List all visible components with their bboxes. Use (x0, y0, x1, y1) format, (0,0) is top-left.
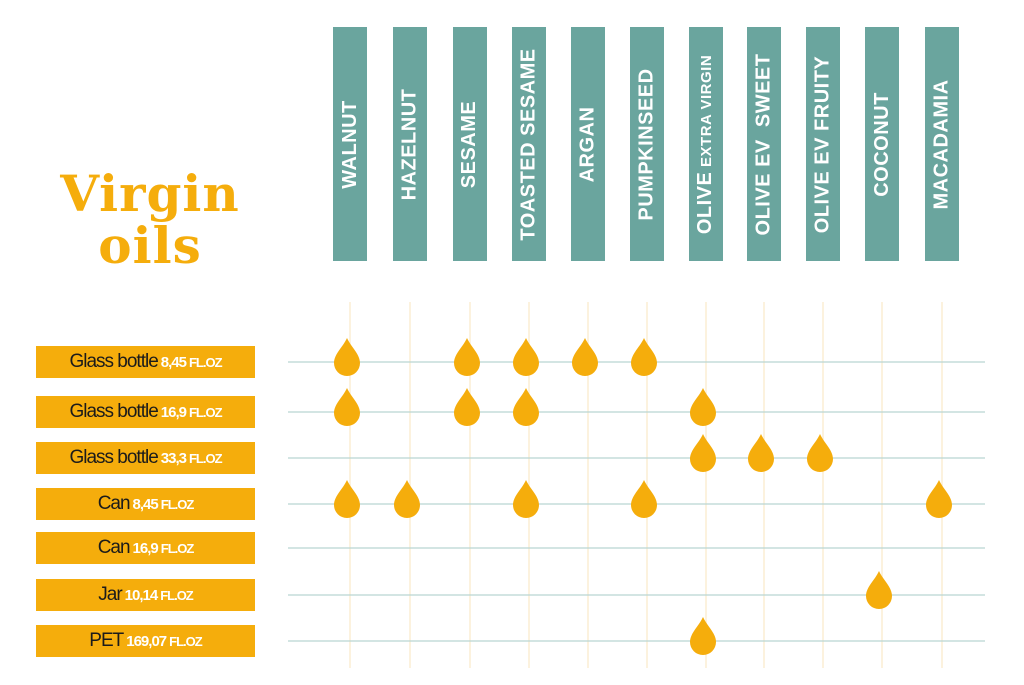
column-header: OLIVE EXTRA VIRGIN (689, 27, 723, 261)
oil-drop-icon (334, 388, 360, 426)
container-name: PET (89, 630, 124, 651)
container-unit: FL.OZ (188, 354, 223, 370)
oil-drop-icon (631, 480, 657, 518)
oil-drop-icon (748, 434, 774, 472)
container-size: 8,45 (160, 353, 187, 371)
oil-drop-icon (690, 617, 716, 655)
oil-drop-icon (454, 388, 480, 426)
column-header: TOASTED SESAME (512, 27, 546, 261)
page-title: Virgin oils (40, 168, 260, 272)
oil-drop-icon (926, 480, 952, 518)
container-unit: FL.OZ (169, 633, 203, 649)
container-name: Glass bottle (69, 447, 158, 468)
title-line-2: oils (98, 216, 202, 275)
container-unit: FL.OZ (188, 450, 223, 466)
container-size: 16,9 (160, 403, 187, 421)
container-size: 33,3 (160, 449, 187, 467)
oil-drop-icon (454, 338, 480, 376)
container-size: 10,14 (124, 586, 159, 604)
container-unit: FL.OZ (160, 587, 194, 603)
oil-drop-icon (866, 571, 892, 609)
container-name: Jar (98, 584, 122, 605)
oil-drop-icon (513, 388, 539, 426)
column-header: SESAME (453, 27, 487, 261)
column-header: WALNUT (333, 27, 367, 261)
container-name: Glass bottle (69, 401, 158, 422)
column-header: OLIVE EV FRUITY (806, 27, 840, 261)
container-size: 169,07 (126, 632, 167, 650)
container-unit: FL.OZ (160, 496, 195, 512)
column-header: MACADAMIA (925, 27, 959, 261)
container-name: Glass bottle (69, 351, 158, 372)
container-name: Can (97, 493, 131, 514)
column-header: ARGAN (571, 27, 605, 261)
column-header: PUMPKINSEED (630, 27, 664, 261)
container-name: Can (97, 537, 131, 558)
container-size: 16,9 (132, 539, 159, 557)
oil-drop-icon (690, 434, 716, 472)
oil-drop-icon (394, 480, 420, 518)
oil-drop-icon (631, 338, 657, 376)
oil-drop-icon (334, 480, 360, 518)
container-unit: FL.OZ (188, 404, 223, 420)
oil-drop-icon (334, 338, 360, 376)
oil-drop-icon (513, 338, 539, 376)
title-line-1: Virgin (60, 164, 240, 223)
oil-drop-icon (807, 434, 833, 472)
column-header: HAZELNUT (393, 27, 427, 261)
oil-drop-icon (690, 388, 716, 426)
container-unit: FL.OZ (160, 540, 195, 556)
oil-drop-icon (513, 480, 539, 518)
oil-drop-icon (572, 338, 598, 376)
container-size: 8,45 (132, 495, 159, 513)
column-header: OLIVE EV SWEET (747, 27, 781, 261)
column-header: COCONUT (865, 27, 899, 261)
